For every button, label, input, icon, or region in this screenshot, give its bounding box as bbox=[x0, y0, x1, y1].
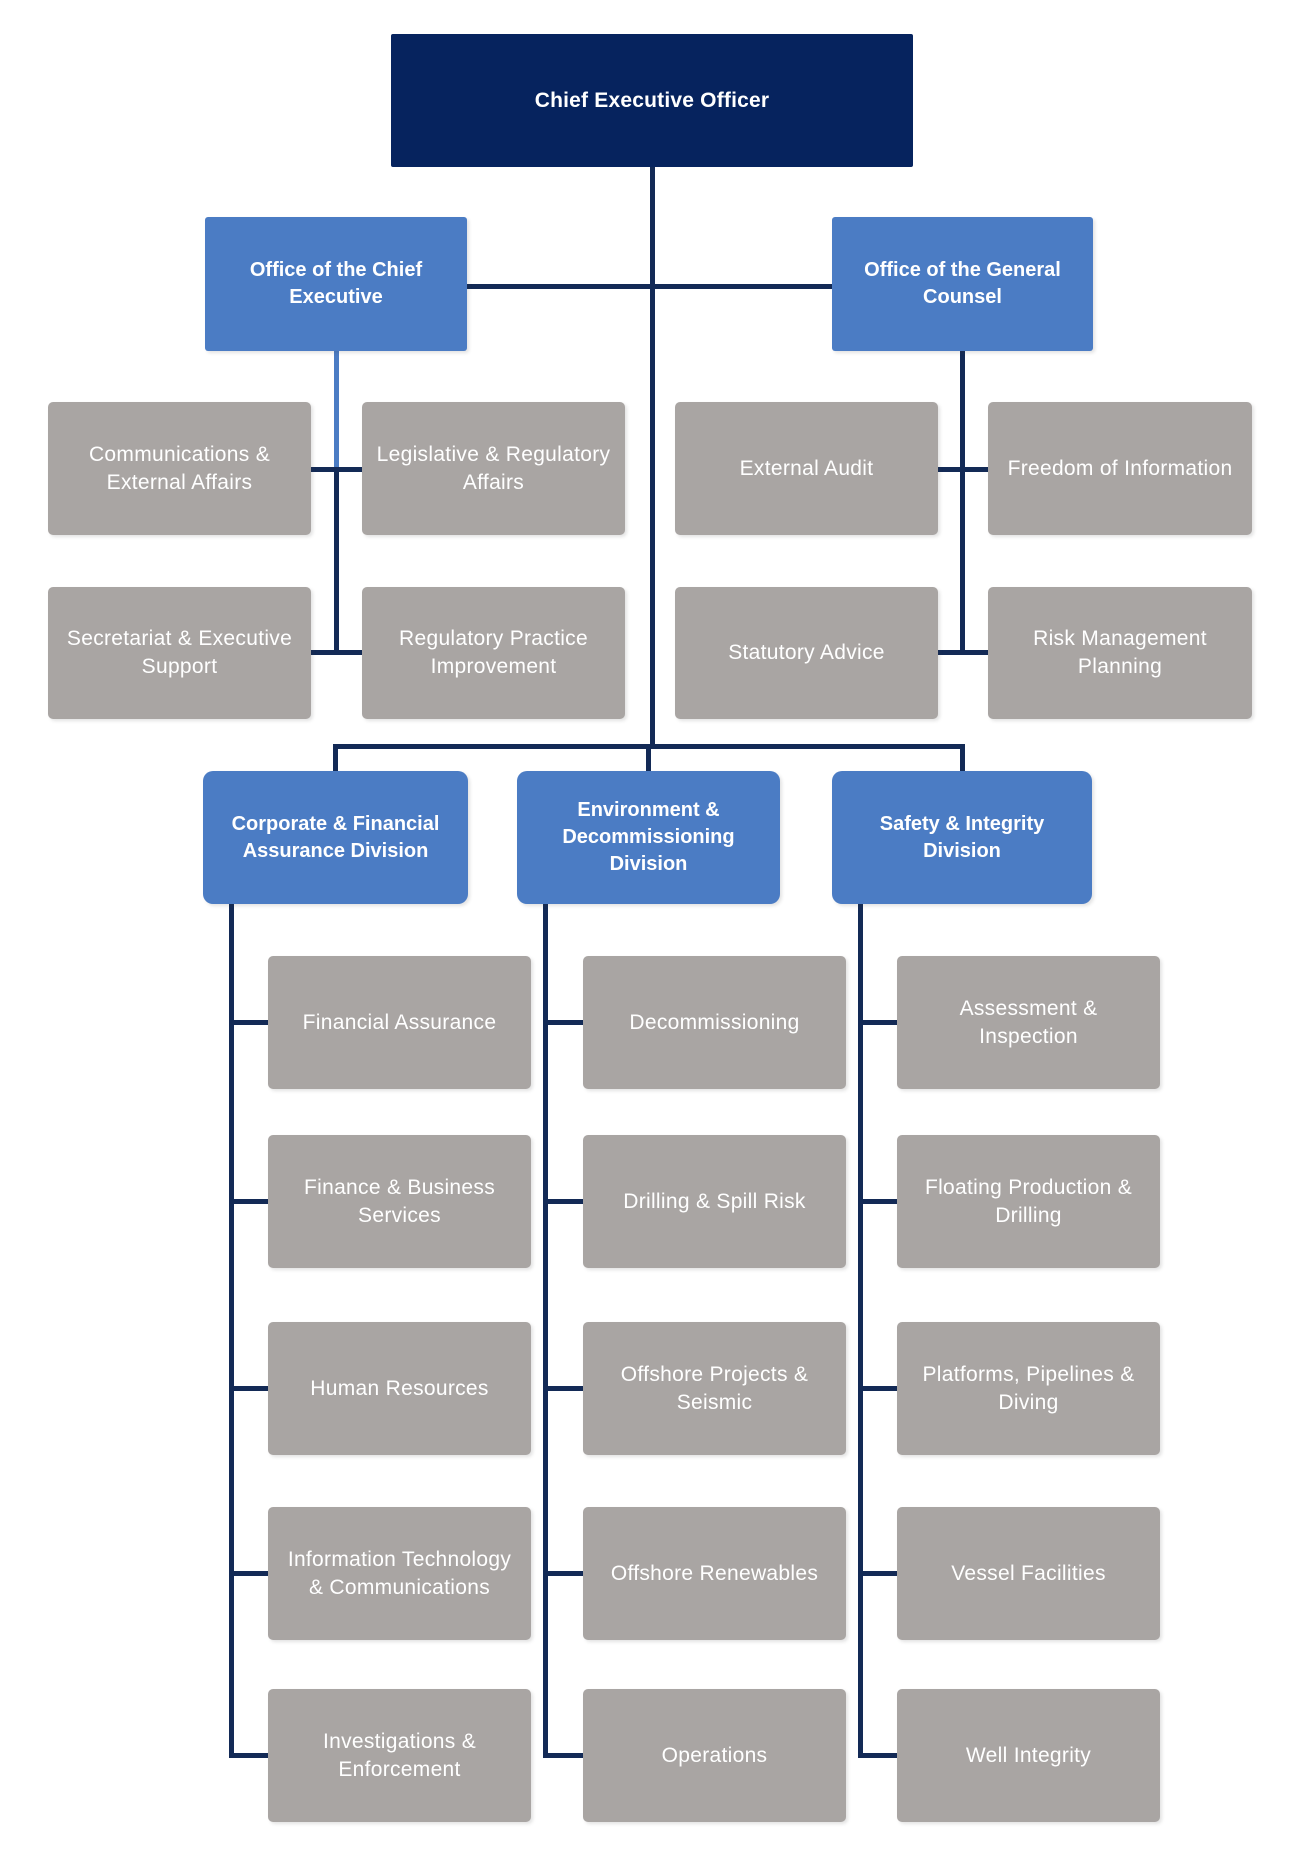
connector-stub bbox=[938, 467, 960, 472]
box-unit-well-integrity: Well Integrity bbox=[897, 1689, 1160, 1822]
box-corporate-financial-assurance-division: Corporate & Financial Assurance Division bbox=[203, 771, 468, 904]
box-unit-information-technology-communications: Information Technology & Communications bbox=[268, 1507, 531, 1640]
box-unit-decommissioning: Decommissioning bbox=[583, 956, 846, 1089]
connector-stub bbox=[858, 1753, 897, 1758]
connector-stub bbox=[543, 1020, 583, 1025]
connector-stub bbox=[229, 1571, 268, 1576]
box-unit-risk-management-planning: Risk Management Planning bbox=[988, 587, 1252, 719]
connector-stub bbox=[543, 1199, 583, 1204]
box-unit-freedom-of-information: Freedom of Information bbox=[988, 402, 1252, 535]
box-safety-integrity-division: Safety & Integrity Division bbox=[832, 771, 1092, 904]
box-unit-investigations-enforcement: Investigations & Enforcement bbox=[268, 1689, 531, 1822]
connector-stub bbox=[858, 1571, 897, 1576]
connector-division-drop bbox=[646, 744, 651, 771]
connector-oce-drop-lower bbox=[334, 467, 339, 655]
box-office-of-the-chief-executive: Office of the Chief Executive bbox=[205, 217, 467, 351]
connector-division-drop bbox=[333, 744, 338, 771]
connector-ogc-drop bbox=[960, 351, 965, 655]
connector-stub bbox=[938, 650, 960, 655]
connector-division-drop bbox=[960, 744, 965, 771]
connector-stub bbox=[229, 1386, 268, 1391]
box-chief-executive-officer: Chief Executive Officer bbox=[391, 34, 913, 167]
connector-oce-drop-upper bbox=[334, 351, 339, 469]
box-office-of-the-general-counsel: Office of the General Counsel bbox=[832, 217, 1093, 351]
connector-stub bbox=[543, 1386, 583, 1391]
box-unit-communications-external-affairs: Communications & External Affairs bbox=[48, 402, 311, 535]
connector-stub bbox=[339, 650, 362, 655]
box-unit-financial-assurance: Financial Assurance bbox=[268, 956, 531, 1089]
connector-rail-division-2 bbox=[543, 904, 548, 1758]
connector-stub bbox=[229, 1199, 268, 1204]
connector-stub bbox=[543, 1753, 583, 1758]
box-unit-operations: Operations bbox=[583, 1689, 846, 1822]
connector-stub bbox=[965, 467, 988, 472]
connector-stub bbox=[858, 1386, 897, 1391]
box-unit-legislative-regulatory-affairs: Legislative & Regulatory Affairs bbox=[362, 402, 625, 535]
box-unit-statutory-advice: Statutory Advice bbox=[675, 587, 938, 719]
box-unit-drilling-spill-risk: Drilling & Spill Risk bbox=[583, 1135, 846, 1268]
connector-stub bbox=[543, 1571, 583, 1576]
box-unit-platforms-pipelines-diving: Platforms, Pipelines & Diving bbox=[897, 1322, 1160, 1455]
box-environment-decommissioning-division: Environment & Decommissioning Division bbox=[517, 771, 780, 904]
connector-stub bbox=[311, 467, 334, 472]
box-unit-regulatory-practice-improvement: Regulatory Practice Improvement bbox=[362, 587, 625, 719]
connector-stub bbox=[339, 467, 362, 472]
connector-stub bbox=[965, 650, 988, 655]
box-unit-human-resources: Human Resources bbox=[268, 1322, 531, 1455]
connector-stub bbox=[229, 1020, 268, 1025]
box-unit-external-audit: External Audit bbox=[675, 402, 938, 535]
connector-stub bbox=[229, 1753, 268, 1758]
box-unit-secretariat-executive-support: Secretariat & Executive Support bbox=[48, 587, 311, 719]
connector-stub bbox=[311, 650, 334, 655]
box-unit-offshore-renewables: Offshore Renewables bbox=[583, 1507, 846, 1640]
connector-ceo-trunk bbox=[650, 167, 655, 749]
box-unit-vessel-facilities: Vessel Facilities bbox=[897, 1507, 1160, 1640]
box-unit-offshore-projects-seismic: Offshore Projects & Seismic bbox=[583, 1322, 846, 1455]
connector-level2-horizontal bbox=[467, 284, 832, 289]
connector-stub bbox=[858, 1020, 897, 1025]
box-unit-floating-production-drilling: Floating Production & Drilling bbox=[897, 1135, 1160, 1268]
box-unit-finance-business-services: Finance & Business Services bbox=[268, 1135, 531, 1268]
connector-stub bbox=[858, 1199, 897, 1204]
box-unit-assessment-inspection: Assessment & Inspection bbox=[897, 956, 1160, 1089]
connector-rail-division-3 bbox=[858, 904, 863, 1758]
connector-rail-division-1 bbox=[229, 904, 234, 1758]
